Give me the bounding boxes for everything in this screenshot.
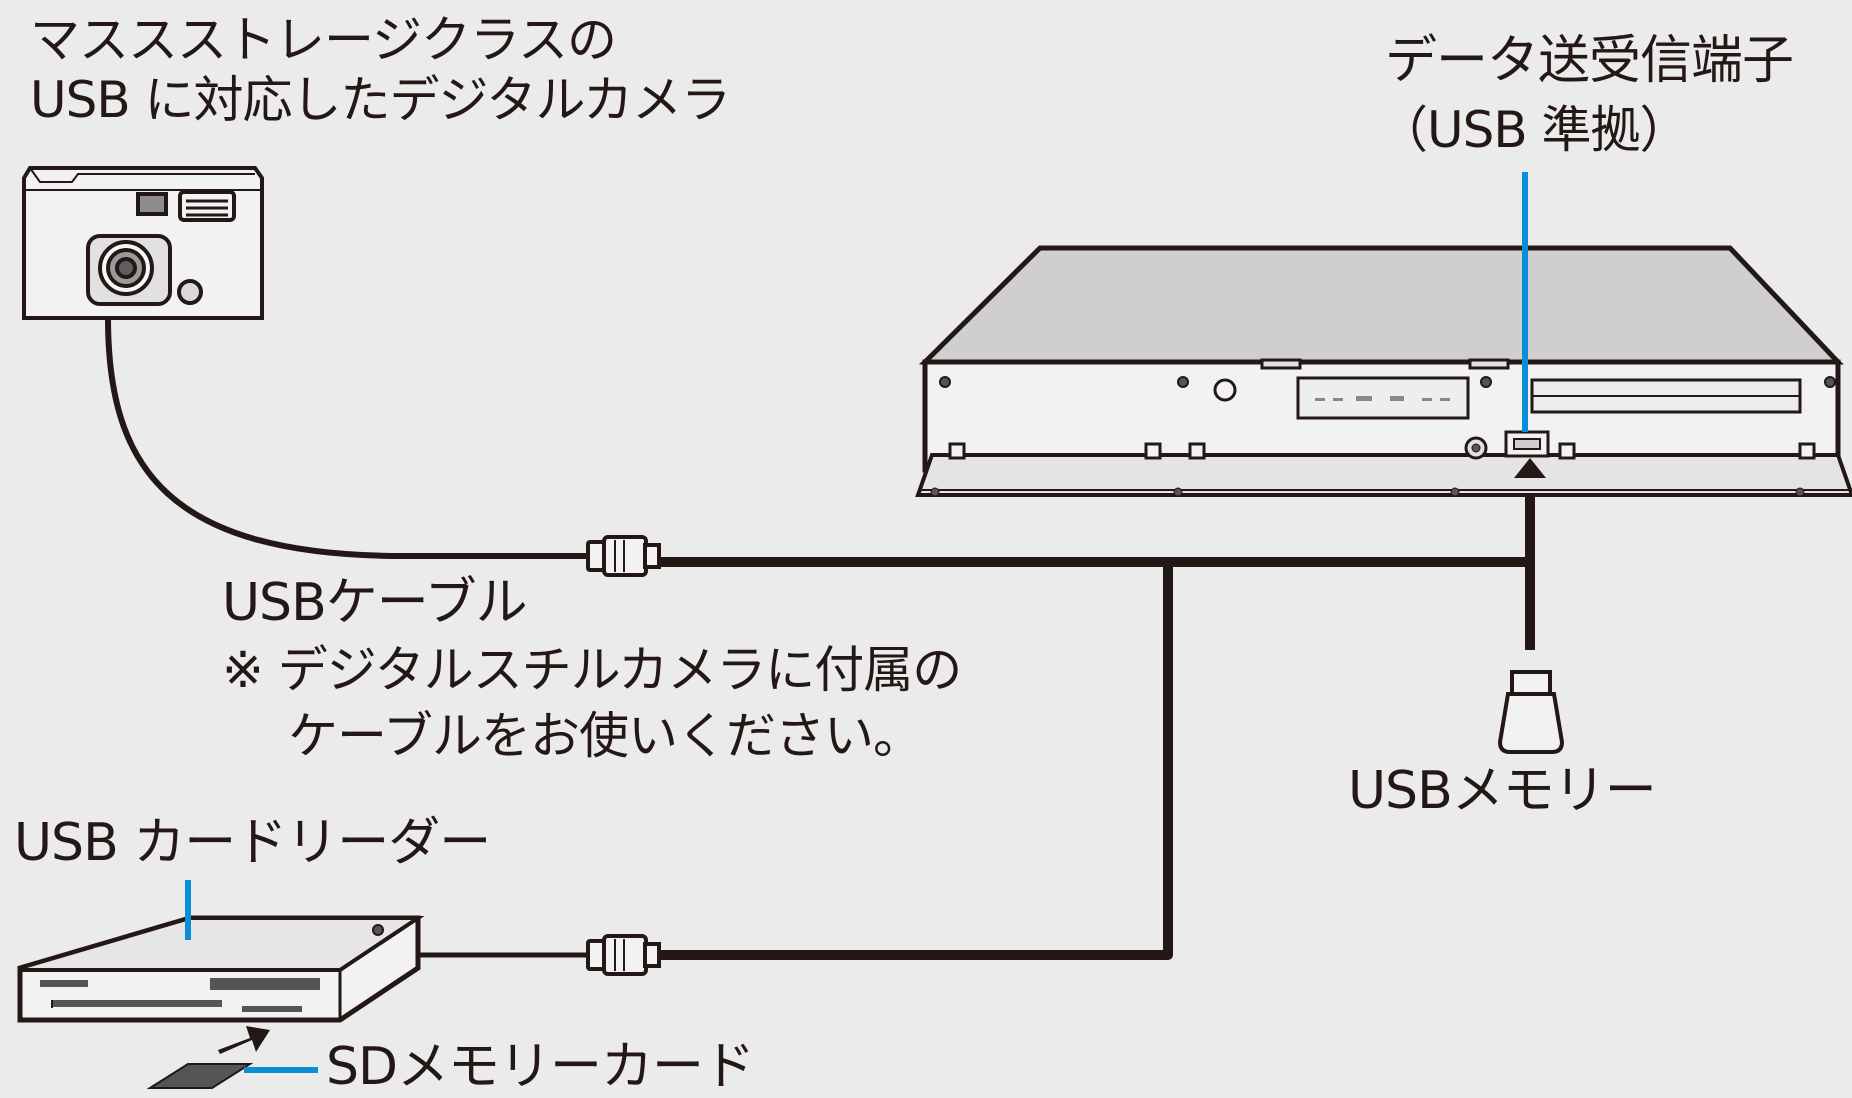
sd-card bbox=[146, 1026, 270, 1089]
card-reader-label: USB カードリーダー bbox=[14, 813, 491, 873]
card-reader bbox=[17, 915, 425, 1023]
cable-label: USBケーブル bbox=[222, 573, 528, 633]
cable-note-line2: ケーブルをお使いください。 bbox=[288, 707, 923, 765]
camera-label-line1: マススストレージクラスの bbox=[30, 11, 617, 69]
camera-label-line2: USB に対応したデジタルカメラ bbox=[30, 71, 731, 129]
recorder bbox=[915, 245, 1852, 497]
usb-memory-stick bbox=[1497, 670, 1565, 754]
usb-memory-label: USBメモリー bbox=[1348, 761, 1657, 821]
sd-card-label: SDメモリーカード bbox=[326, 1037, 755, 1097]
digital-camera bbox=[22, 166, 264, 320]
usb-plug-camera bbox=[586, 535, 661, 577]
camera-cable bbox=[105, 317, 590, 559]
cables bbox=[105, 317, 1535, 960]
usb-plug-reader bbox=[586, 934, 661, 976]
insert-arrow bbox=[1514, 458, 1546, 478]
leader-lines bbox=[185, 172, 1528, 1073]
sd-insert-arrow bbox=[218, 1026, 270, 1054]
cable-note-line1: ※ デジタルスチルカメラに付属の bbox=[222, 641, 962, 699]
port-label-line2: （USB 準拠） bbox=[1378, 101, 1690, 159]
reader-trunk bbox=[660, 562, 1173, 960]
port-label-line1: データ送受信端子 bbox=[1385, 31, 1794, 91]
